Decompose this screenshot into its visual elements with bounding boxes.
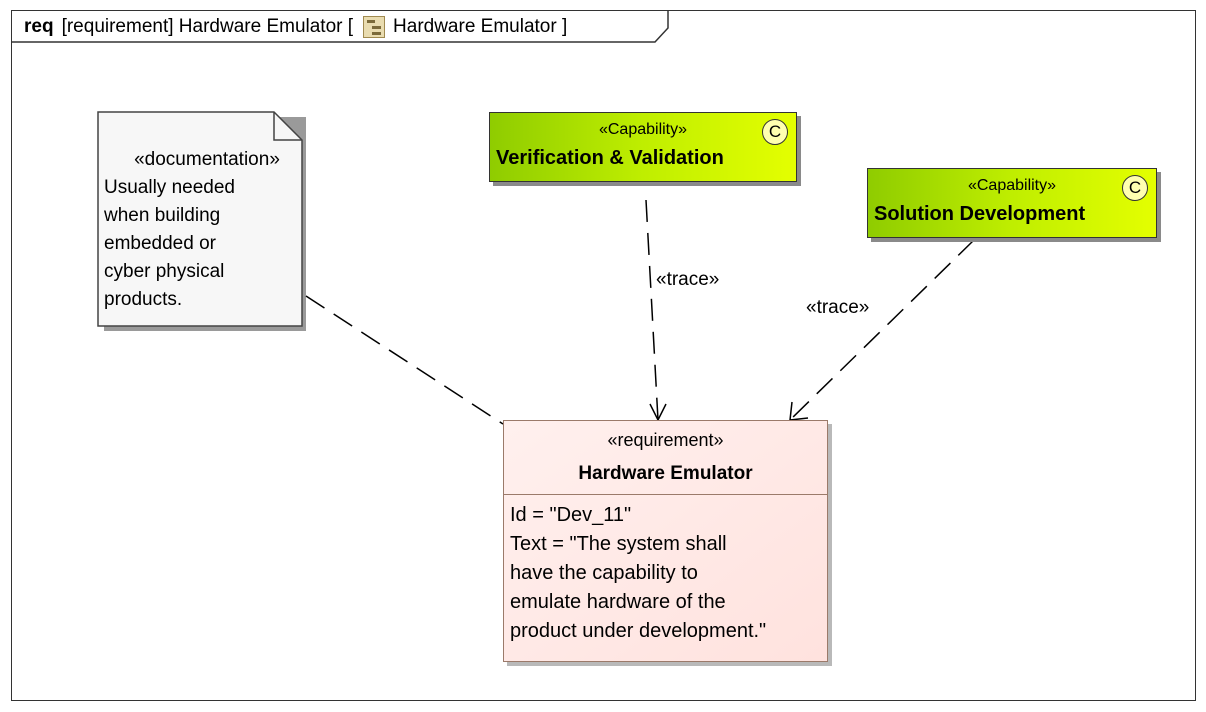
capability-c-icon: C — [1122, 175, 1148, 201]
frame-tab-label: req [requirement] Hardware Emulator [ Ha… — [24, 16, 567, 38]
note-line: cyber physical — [104, 261, 225, 282]
note-stereotype: «documentation» — [134, 149, 280, 170]
capability-solution-development[interactable]: «Capability» Solution Development C — [867, 168, 1157, 238]
requirement-divider — [504, 494, 827, 495]
frame-element-name: Hardware Emulator ] — [393, 16, 568, 37]
requirement-attribute: Text = "The system shall — [510, 533, 727, 555]
package-diagram-icon — [363, 16, 386, 38]
requirement-attribute: product under development." — [510, 620, 767, 642]
capability-name: Verification & Validation — [496, 147, 724, 169]
requirement-attribute: have the capability to — [510, 562, 698, 584]
capability-stereotype: «Capability» — [598, 121, 688, 138]
diagram-frame — [11, 10, 1196, 701]
note-anchor-line — [305, 295, 504, 425]
requirement-stereotype: «requirement» — [607, 430, 724, 450]
requirement-name: Hardware Emulator — [578, 463, 753, 484]
documentation-note[interactable]: «documentation» Usually needed when buil… — [104, 146, 300, 314]
requirement-hardware-emulator[interactable]: «requirement» Hardware Emulator Id = "De… — [503, 420, 828, 662]
note-line: embedded or — [104, 233, 216, 254]
note-line: when building — [104, 205, 221, 226]
note-line: products. — [104, 289, 183, 310]
requirement-attributes: Id = "Dev_11" Text = "The system shall h… — [510, 501, 821, 646]
frame-tab-outline — [11, 10, 669, 43]
capability-name: Solution Development — [874, 203, 1086, 225]
trace-line-solution — [789, 239, 975, 421]
frame-title: [requirement] Hardware Emulator [ — [61, 16, 354, 37]
requirement-attribute: Id = "Dev_11" — [510, 504, 632, 526]
capability-c-icon: C — [762, 119, 788, 145]
trace-label-solution: «trace» — [806, 297, 870, 318]
capability-stereotype: «Capability» — [967, 177, 1057, 194]
trace-label-verification: «trace» — [656, 269, 720, 290]
capability-verification-validation[interactable]: «Capability» Verification & Validation C — [489, 112, 797, 182]
trace-line-verification — [645, 199, 659, 421]
requirement-attribute: emulate hardware of the — [510, 591, 726, 613]
note-line: Usually needed — [104, 177, 235, 198]
frame-kind: req — [24, 16, 54, 37]
note-shape — [97, 111, 306, 331]
